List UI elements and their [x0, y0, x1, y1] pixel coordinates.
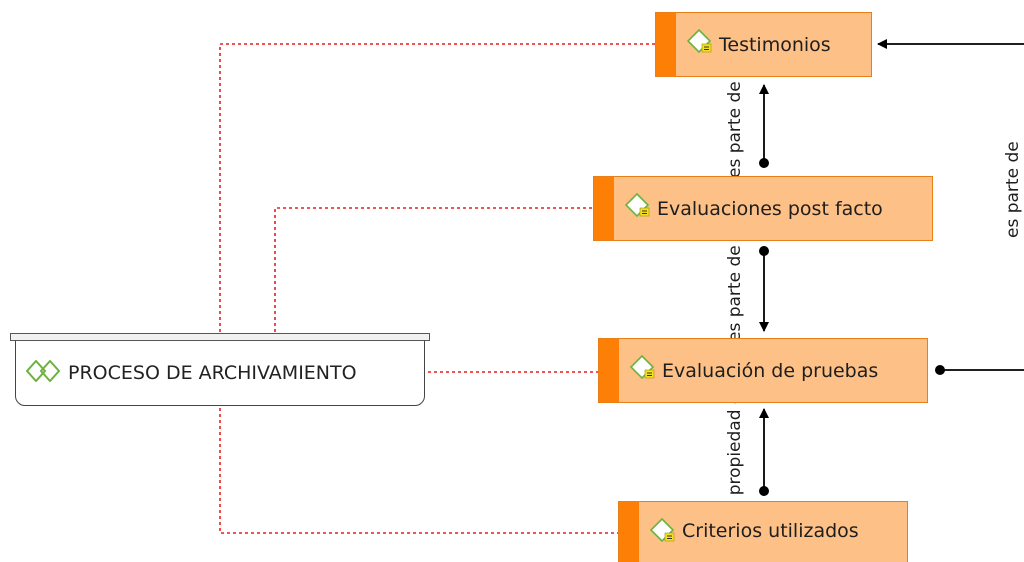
- node-stripe: [619, 502, 639, 562]
- group-link-criterios-utilizados: [219, 408, 618, 534]
- group-link-evaluaciones-post-facto: [274, 207, 593, 338]
- relation-label-3[interactable]: es propiedad de: [725, 382, 745, 520]
- code-node-testimonios[interactable]: Testimonios: [655, 12, 872, 77]
- relation-label-1[interactable]: es parte de: [725, 81, 745, 178]
- code-icon: [686, 28, 712, 54]
- code-label: Criterios utilizados: [682, 520, 859, 542]
- code-label: Evaluaciones post facto: [657, 197, 883, 220]
- node-stripe: [656, 13, 676, 76]
- code-icon: [649, 517, 675, 543]
- group-label: PROCESO DE ARCHIVAMIENTO: [68, 362, 357, 384]
- node-stripe: [594, 177, 614, 240]
- code-node-evaluaciones-post-facto[interactable]: Evaluaciones post facto: [593, 176, 933, 241]
- code-label: Evaluación de pruebas: [662, 359, 879, 382]
- relation-dots: [759, 158, 945, 496]
- relation-label-2[interactable]: es parte de: [725, 245, 745, 342]
- relation-links: [759, 39, 1024, 490]
- code-group-node[interactable]: PROCESO DE ARCHIVAMIENTO: [10, 333, 430, 406]
- node-stripe: [599, 339, 619, 402]
- code-node-evaluacion-de-pruebas[interactable]: Evaluación de pruebas: [598, 338, 928, 403]
- code-icon: [624, 192, 650, 218]
- code-icon: [629, 354, 655, 380]
- code-label: Testimonios: [719, 33, 831, 56]
- group-link-testimonios: [219, 43, 655, 338]
- group-links: [219, 43, 655, 534]
- code-node-criterios-utilizados[interactable]: Criterios utilizados: [618, 501, 908, 562]
- relation-label-4[interactable]: es parte de: [1003, 141, 1023, 238]
- group-node-topbar: [10, 333, 430, 341]
- code-group-icon: [26, 360, 61, 382]
